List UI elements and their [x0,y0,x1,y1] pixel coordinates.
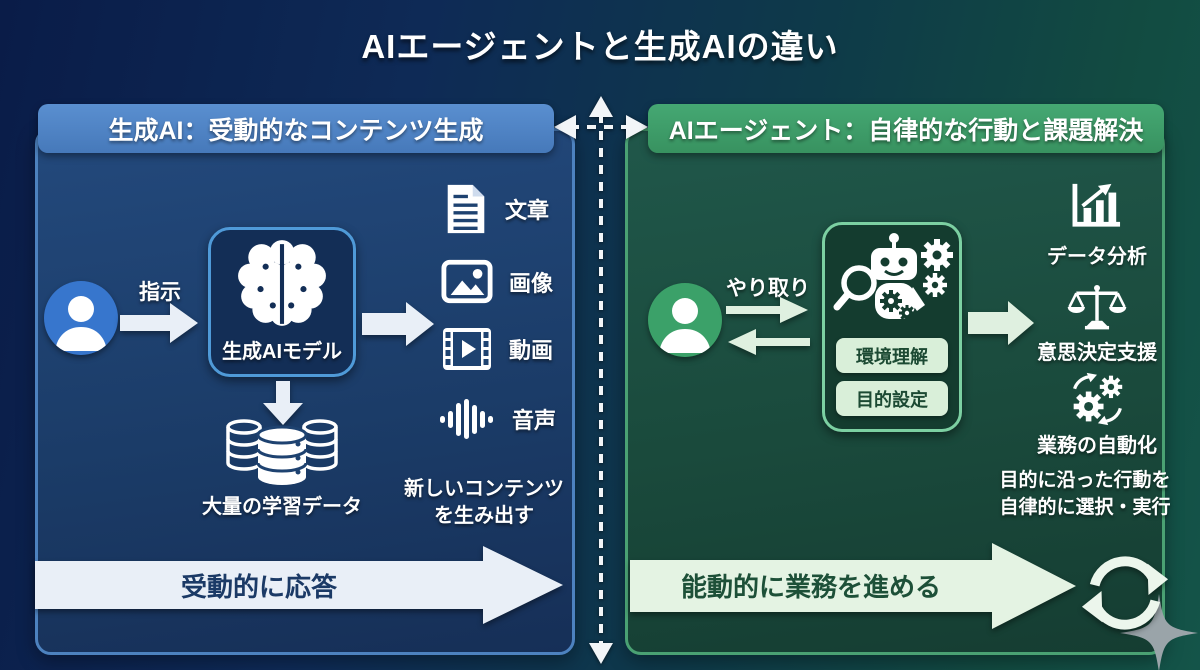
user-avatar-left [44,281,118,355]
model-to-outputs-arrow-icon [362,302,434,346]
output-label-automation: 業務の自動化 [1037,435,1157,457]
page-title: AIエージェントと生成AIの違い [361,28,839,65]
gear-icon [921,239,953,271]
goal-tag: 目的設定 [836,381,948,416]
robot-icon [833,233,953,321]
output-label-decision: 意思決定支援 [1037,342,1157,364]
document-icon [447,184,485,234]
output-row-text: 文章 [443,183,549,235]
interaction-arrows-icon [726,297,810,355]
audio-icon [440,399,493,439]
output-label: 文章 [505,198,550,223]
video-icon [443,328,491,370]
passive-response-arrow [35,546,563,624]
output-label-analysis: データ分析 [1047,246,1147,268]
scales-icon [1067,285,1127,330]
generative-ai-header: 生成AI：受動的なコンテンツ生成 [38,104,554,153]
environment-tag: 環境理解 [836,338,948,373]
brain-icon [238,240,326,326]
right-result-text: 目的に沿った行動を 自律的に選択・実行 [980,468,1190,521]
gears-icon [1073,372,1123,426]
instruction-arrow-icon [120,303,198,343]
bar-chart-icon [1072,183,1121,227]
output-label: 画像 [509,270,554,296]
image-icon [441,259,493,304]
right-result-line2: 自律的に選択・実行 [999,496,1171,518]
right-result-line1: 目的に沿った行動を [999,470,1171,491]
output-label: 動画 [509,338,554,363]
magnifier-icon [833,265,877,311]
agent-to-outputs-arrow-icon [968,301,1034,345]
person-icon [55,296,107,351]
left-result-line1: 新しいコンテンツ [404,478,564,500]
output-label: 音声 [512,408,557,433]
instruction-label: 指示 [139,281,181,304]
active-work-arrow [630,543,1076,629]
generative-ai-model-box: 生成AIモデル [208,227,356,377]
interaction-label: やり取り [726,277,810,300]
active-work-label: 能動的に業務を進める [680,571,941,602]
cycle-icon [1081,556,1169,630]
training-data-label: 大量の学習データ [202,496,362,518]
arrowhead-up-icon [589,96,613,117]
sparkle-icon [1120,594,1198,670]
arrowhead-down-icon [589,643,613,664]
gear-icon [923,273,947,297]
user-avatar-right [648,283,722,357]
left-result-line2: を生み出す [434,505,534,527]
ai-agent-header: AIエージェント：自律的な行動と課題解決 [648,104,1164,153]
person-icon [659,298,711,353]
database-icon [226,419,338,485]
output-row-image: 画像 [441,259,553,304]
output-row-audio: 音声 [440,398,556,440]
model-to-data-arrow-icon [263,381,303,425]
left-result-text: 新しいコンテンツ を生み出す [388,476,580,530]
output-row-video: 動画 [441,326,553,372]
passive-response-label: 受動的に応答 [180,571,337,602]
model-label: 生成AIモデル [222,341,342,363]
